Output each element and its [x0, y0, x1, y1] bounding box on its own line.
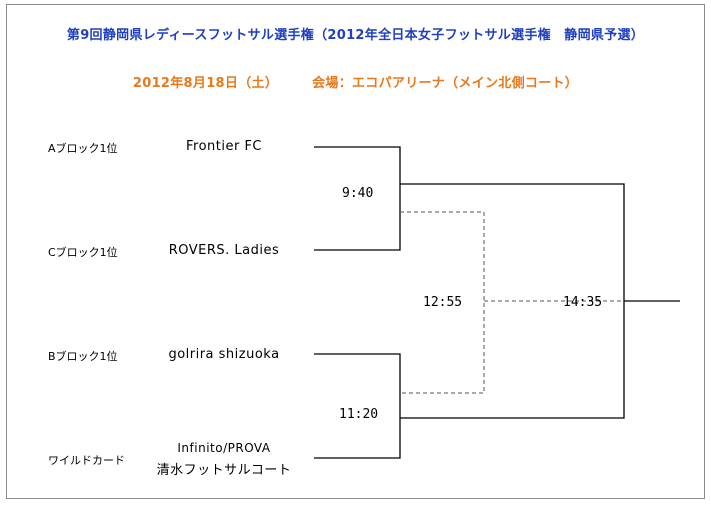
- team-name-line2: 清水フットサルコート: [156, 463, 292, 478]
- seed-label: Bブロック1位: [48, 350, 118, 363]
- third-place-line: [400, 211, 485, 394]
- event-venue: 会場：エコパアリーナ（メイン北側コート）: [312, 76, 579, 91]
- event-info: 2012年8月18日（土） 会場：エコパアリーナ（メイン北側コート）: [0, 72, 711, 91]
- match-time: 12:55: [423, 295, 463, 310]
- tournament-title: 第9回静岡県レディースフットサル選手権（2012年全日本女子フットサル選手権 静…: [66, 28, 645, 43]
- seed-label: Aブロック1位: [48, 142, 118, 155]
- match-time: 14:35: [563, 295, 603, 310]
- match-time: 11:20: [339, 407, 379, 422]
- team-name: ROVERS. Ladies: [168, 243, 280, 258]
- seed-label: ワイルドカード: [48, 454, 125, 467]
- match-time: 9:40: [342, 186, 374, 201]
- semi2-line: [314, 353, 401, 459]
- team-name: Infinito/PROVA: [177, 441, 271, 455]
- semi1-line: [314, 146, 401, 251]
- event-date: 2012年8月18日（土）: [132, 76, 279, 91]
- team-name: golrira shizuoka: [168, 347, 280, 362]
- team-name: Frontier FC: [185, 139, 263, 154]
- bracket-frame: [6, 4, 705, 499]
- seed-label: Cブロック1位: [48, 246, 118, 259]
